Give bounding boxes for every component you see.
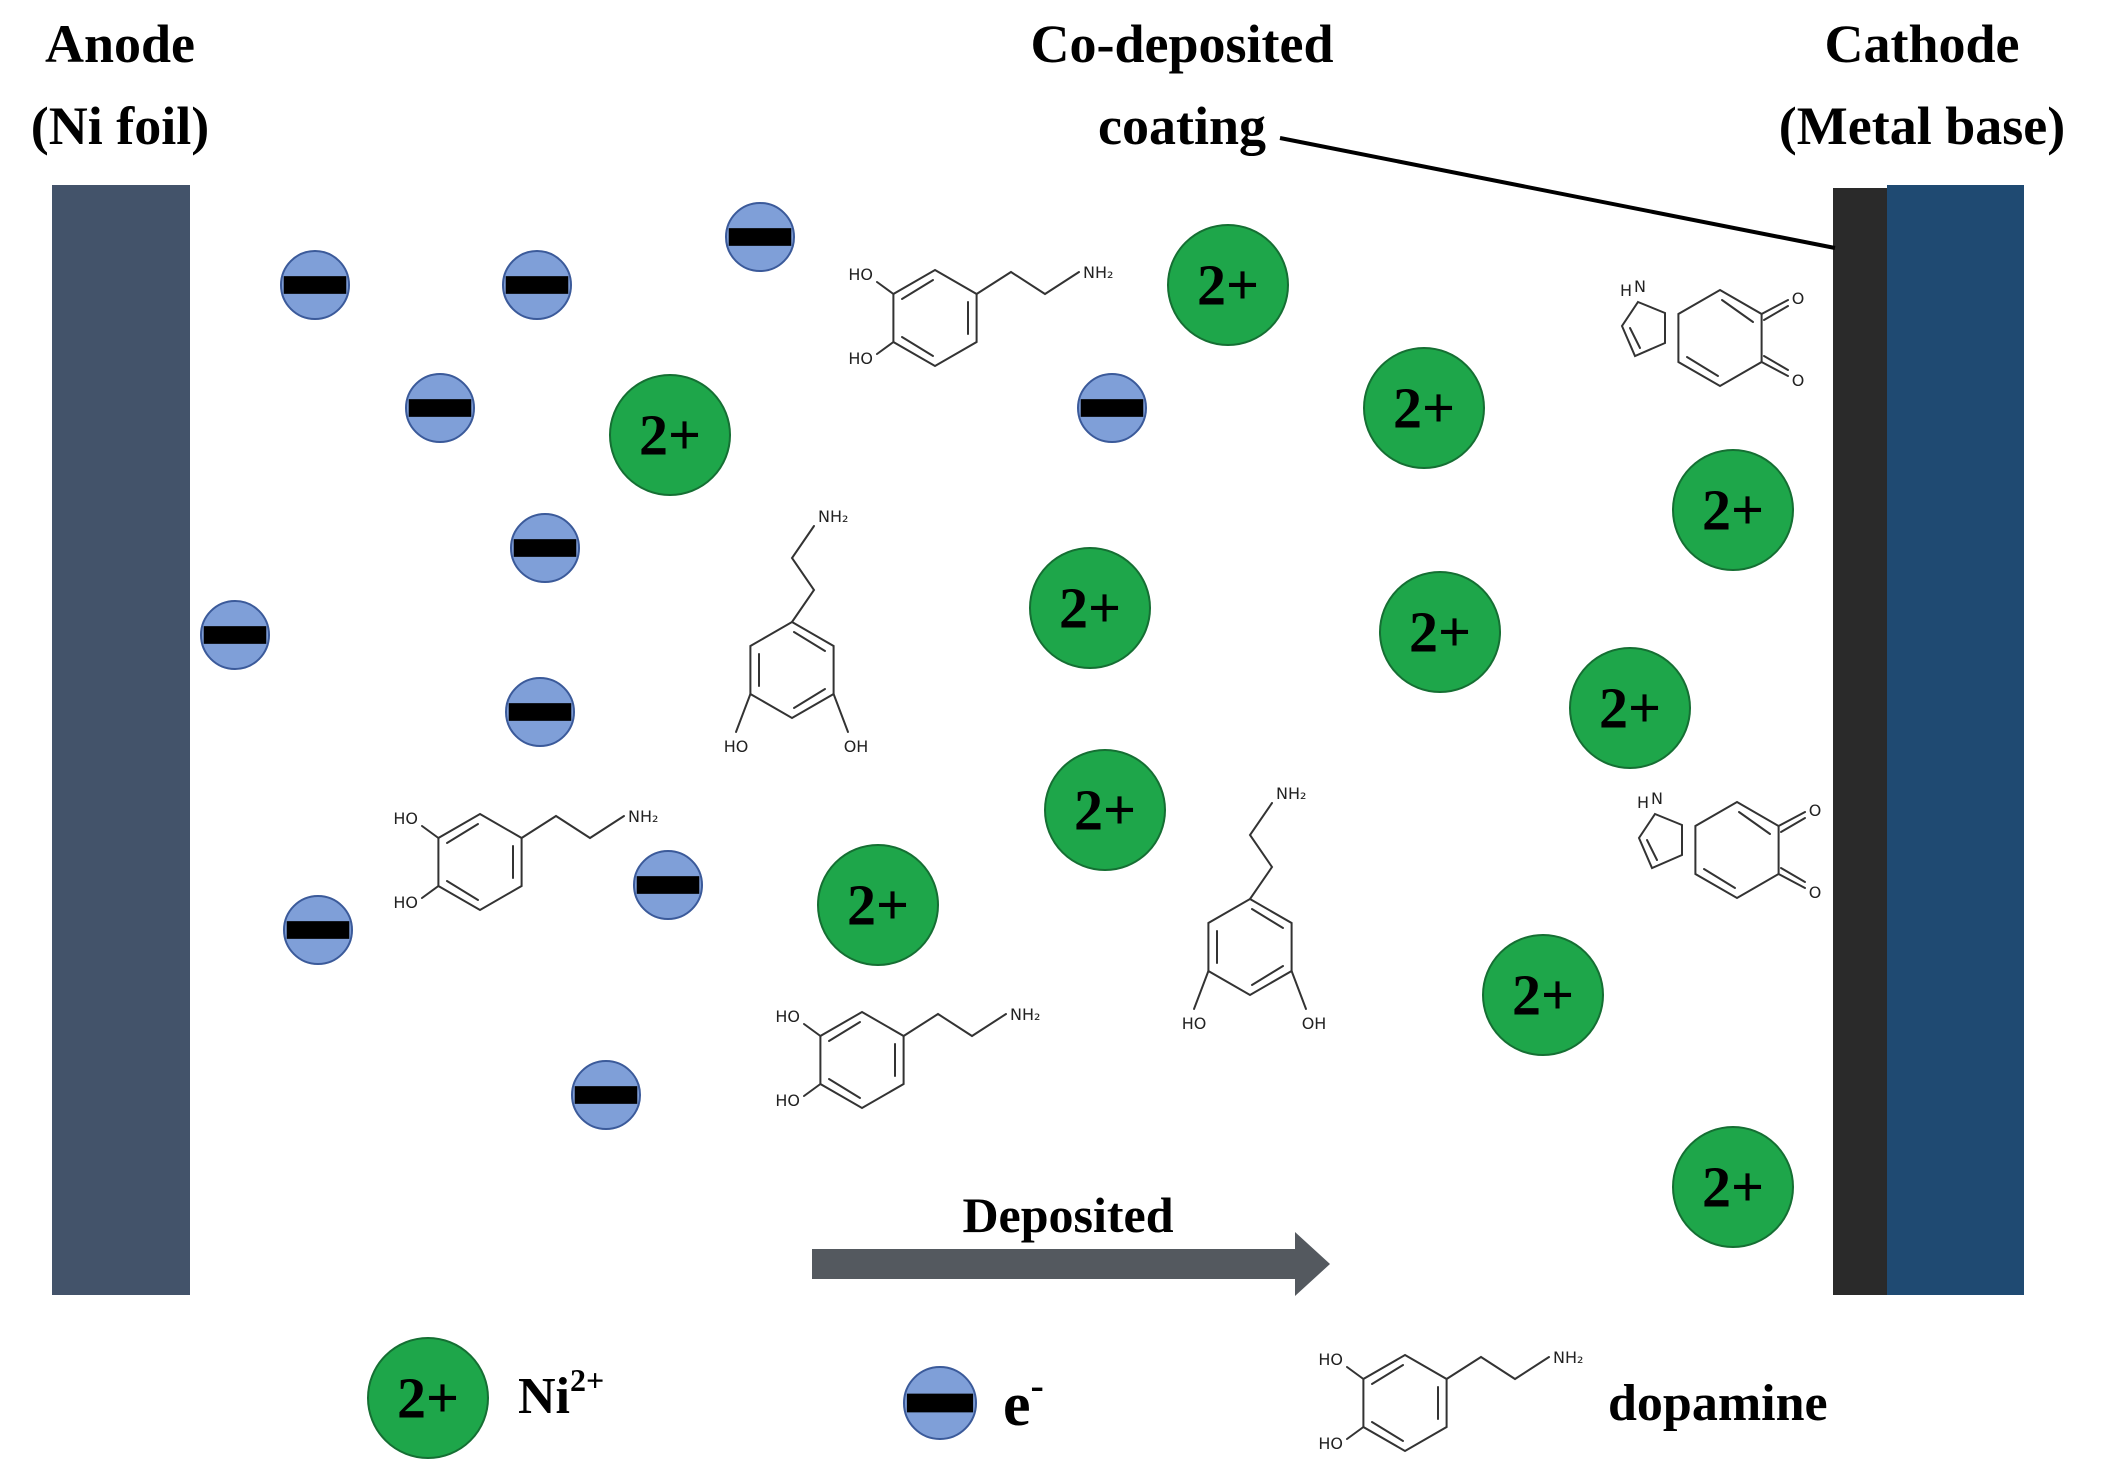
ion-charge-label: 2+ <box>1599 676 1661 741</box>
hydroxyl-label: HO <box>775 1091 800 1110</box>
legend-ion-symbol: 2+ <box>367 1337 489 1459</box>
ion-charge-label: 2+ <box>1702 478 1764 543</box>
nickel-ion: 2+ <box>1044 749 1166 871</box>
amine-label: NH₂ <box>1553 1348 1583 1367</box>
electron <box>280 250 350 320</box>
ion-charge-label: 2+ <box>1059 576 1121 641</box>
ion-charge-label: 2+ <box>397 1366 459 1431</box>
electron <box>633 850 703 920</box>
dopamine-molecule: HO HO NH₂ <box>848 263 1113 368</box>
nickel-ion: 2+ <box>609 374 731 496</box>
coating-leader-line <box>1279 136 1836 250</box>
nickel-ion: 2+ <box>1672 1126 1794 1248</box>
electron <box>571 1060 641 1130</box>
electron-group <box>200 202 1147 1130</box>
cathode-electrode <box>1887 185 2024 1295</box>
nickel-ion: 2+ <box>1363 347 1485 469</box>
deposition-arrow: Deposited <box>812 1187 1330 1296</box>
nickel-ion: 2+ <box>1167 224 1289 346</box>
legend-dopamine-label: dopamine <box>1608 1375 1828 1432</box>
ion-charge-label: 2+ <box>1197 253 1259 318</box>
ion-charge-label: 2+ <box>847 873 909 938</box>
ion-charge-label: 2+ <box>1393 376 1455 441</box>
arrow-shape <box>812 1232 1330 1296</box>
ring-hydrogen-label: H <box>1637 793 1649 812</box>
ring-hydrogen-label: H <box>1620 281 1632 300</box>
electron <box>903 1366 977 1440</box>
coating-layer <box>1833 188 1887 1295</box>
amine-label: NH₂ <box>818 507 848 526</box>
ring-nitrogen-label: N <box>1651 789 1663 808</box>
electron <box>510 513 580 583</box>
dopamine-molecule: HO HO NH₂ <box>393 807 658 912</box>
nickel-ion: 2+ <box>1379 571 1501 693</box>
carbonyl-label: O <box>1809 801 1822 820</box>
nickel-ion: 2+ <box>817 844 939 966</box>
dopaminechrome-molecule: N H O O <box>1620 277 1804 390</box>
hydroxyl-label: HO <box>393 893 418 912</box>
hydroxyl-label: HO <box>393 809 418 828</box>
nickel-ion: 2+ <box>1482 934 1604 1056</box>
amine-label: NH₂ <box>1083 263 1113 282</box>
electron <box>405 373 475 443</box>
ion-charge-label: 2+ <box>1074 778 1136 843</box>
carbonyl-label: O <box>1792 371 1805 390</box>
cathode-label-line1: Cathode <box>1824 14 2019 74</box>
anode-electrode <box>52 185 190 1295</box>
anode-label-line2: (Ni foil) <box>31 96 209 156</box>
coating-label-line2: coating <box>1098 96 1266 156</box>
hydroxyl-label: HO <box>775 1007 800 1026</box>
legend-electron-label: e- <box>1003 1363 1044 1439</box>
hydroxyl-label: OH <box>1302 1014 1327 1033</box>
electron <box>505 677 575 747</box>
legend-ion-label: Ni2+ <box>518 1362 604 1425</box>
amine-label: NH₂ <box>1010 1005 1040 1024</box>
dopamine-molecule: NH₂ HO OH <box>724 507 869 756</box>
hydroxyl-label: OH <box>844 737 869 756</box>
nickel-ion: 2+ <box>1029 547 1151 669</box>
carbonyl-label: O <box>1792 289 1805 308</box>
cathode-label-line2: (Metal base) <box>1779 96 2065 156</box>
hydroxyl-label: HO <box>848 265 873 284</box>
dopamine-molecule: HO HO NH₂ <box>775 1005 1040 1110</box>
ion-charge-label: 2+ <box>1702 1155 1764 1220</box>
amine-label: NH₂ <box>628 807 658 826</box>
legend-dopamine-structure: HO HO NH₂ <box>1318 1348 1583 1453</box>
nickel-ion: 2+ <box>1569 647 1691 769</box>
arrow-label: Deposited <box>962 1187 1173 1243</box>
ion-charge-label: 2+ <box>639 403 701 468</box>
ring-nitrogen-label: N <box>1634 277 1646 296</box>
electron <box>200 600 270 670</box>
ion-charge-label: 2+ <box>1512 963 1574 1028</box>
anode-label-line1: Anode <box>45 14 195 74</box>
ion-charge-label: 2+ <box>1409 600 1471 665</box>
dopaminechrome-molecule: N H O O <box>1637 789 1821 902</box>
hydroxyl-label: HO <box>1318 1350 1343 1369</box>
legend: 2+ Ni2+ e- HO HO NH₂ dopamine <box>367 1337 1828 1459</box>
amine-label: NH₂ <box>1276 784 1306 803</box>
carbonyl-label: O <box>1809 883 1822 902</box>
electron <box>502 250 572 320</box>
hydroxyl-label: HO <box>724 737 749 756</box>
dopamine-molecule: NH₂ HO OH <box>1182 784 1327 1033</box>
electron <box>283 895 353 965</box>
nickel-ion: 2+ <box>1672 449 1794 571</box>
hydroxyl-label: HO <box>848 349 873 368</box>
ion-group: 2+ 2+ 2+ 2+ 2+ 2+ 2+ 2+ 2+ 2+ 2+ <box>609 224 1794 1248</box>
nickel-ion: 2+ <box>367 1337 489 1459</box>
legend-electron-symbol <box>903 1366 977 1440</box>
hydroxyl-label: HO <box>1318 1434 1343 1453</box>
electron <box>1077 373 1147 443</box>
coating-label-line1: Co-deposited <box>1030 14 1333 74</box>
hydroxyl-label: HO <box>1182 1014 1207 1033</box>
electron <box>725 202 795 272</box>
